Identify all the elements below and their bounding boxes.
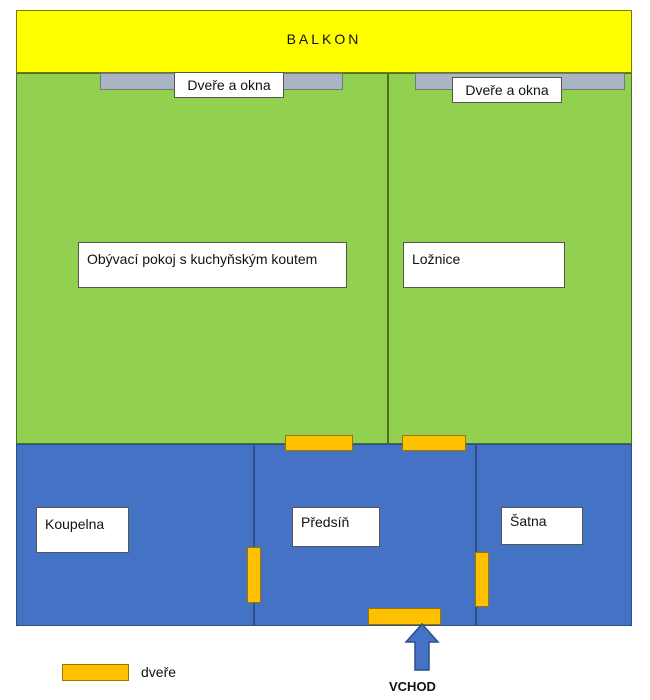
- hallway-label: Předsíň: [292, 507, 380, 547]
- window-label-right: Dveře a okna: [452, 77, 562, 103]
- legend-door-label: dveře: [141, 664, 177, 680]
- door-entrance: [368, 608, 441, 625]
- bathroom-label: Koupelna: [36, 507, 129, 553]
- entrance-label: VCHOD: [389, 679, 436, 694]
- window-label-left: Dveře a okna: [174, 72, 284, 98]
- legend-door-swatch: [62, 664, 129, 681]
- door-bathroom: [247, 547, 261, 603]
- wardrobe-label: Šatna: [501, 507, 583, 545]
- bedroom-label: Ložnice: [403, 242, 565, 288]
- balcony-label: BALKON: [286, 31, 362, 47]
- entrance-arrow-icon: [404, 622, 440, 671]
- balcony-area: [16, 10, 632, 73]
- living-room-label: Obývací pokoj s kuchyňským koutem: [78, 242, 347, 288]
- door-wardrobe: [475, 552, 489, 607]
- door-living-room: [285, 435, 353, 451]
- door-bedroom: [402, 435, 466, 451]
